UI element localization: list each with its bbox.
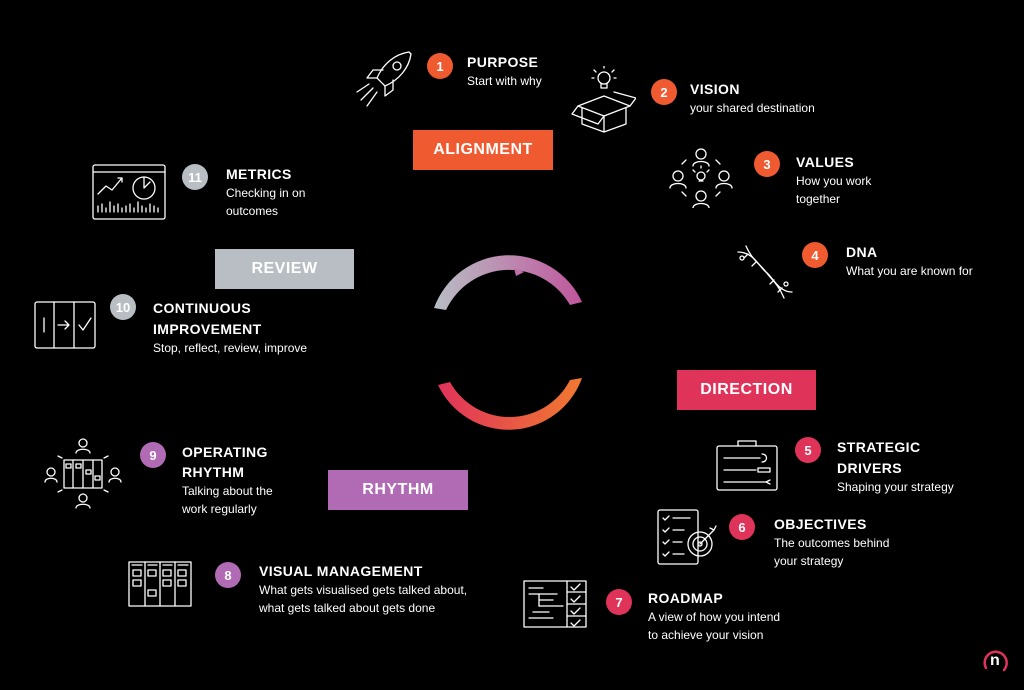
cycle-ring [434,255,582,430]
checklist-target-icon [656,508,718,566]
rocket-icon [355,48,415,110]
item-11-desc: Checking in on [226,186,306,200]
item-9-title: OPERATING [182,444,268,460]
phase-alignment: ALIGNMENT [413,130,553,170]
badge-5: 5 [795,437,821,463]
process-arrow-icon [34,301,96,349]
badge-11: 11 [182,164,208,190]
item-11-desc-2: outcomes [226,204,279,218]
phase-direction: DIRECTION [677,370,816,410]
badge-1: 1 [427,53,453,79]
dashboard-icon [92,164,166,220]
item-6-desc-2: your strategy [774,554,844,568]
badge-6: 6 [729,514,755,540]
item-2-desc: your shared destination [690,101,815,115]
item-1-desc: Start with why [467,74,542,88]
item-7-desc: A view of how you intend [648,610,781,624]
kanban-board-icon [128,561,192,607]
item-3-desc: How you work [796,174,872,188]
item-4-desc: What you are known for [846,264,973,278]
dna-icon [734,244,796,300]
item-8-desc-2: what gets talked about gets done [259,601,436,615]
item-9-desc-2: work regularly [182,502,257,516]
badge-2: 2 [651,79,677,105]
item-3-title: VALUES [796,154,855,170]
toolbox-icon [716,440,778,492]
item-7-desc-2: to achieve your vision [648,628,764,642]
item-10-title: CONTINUOUS [153,300,252,316]
item-4-title: DNA [846,244,878,260]
item-10-desc: Stop, reflect, review, improve [153,341,308,355]
team-board-icon [44,438,122,510]
item-5-desc: Shaping your strategy [837,480,954,494]
item-9-desc: Talking about the [182,484,273,498]
box-lightbulb-icon [570,66,636,134]
logo-icon: n [982,648,1010,676]
badge-9: 9 [140,442,166,468]
item-3-desc-2: together [796,192,841,206]
badge-10: 10 [110,294,136,320]
phase-rhythm: RHYTHM [328,470,468,510]
item-11-title: METRICS [226,166,292,182]
item-9-title-2: RHYTHM [182,464,245,480]
item-6-desc: The outcomes behind [774,536,890,550]
item-6-title: OBJECTIVES [774,516,867,532]
badge-7: 7 [606,589,632,615]
item-10-title-2: IMPROVEMENT [153,321,262,337]
roadmap-icon [523,580,587,628]
item-8-title: VISUAL MANAGEMENT [259,563,423,579]
phase-review: REVIEW [215,249,354,289]
badge-8: 8 [215,562,241,588]
item-2-title: VISION [690,81,740,97]
item-5-title: STRATEGIC [837,439,921,455]
people-cycle-icon [668,146,734,208]
item-1-title: PURPOSE [467,54,539,70]
item-8-desc: What gets visualised gets talked about, [259,583,468,597]
item-5-title-2: DRIVERS [837,460,903,476]
item-7-title: ROADMAP [648,590,724,606]
logo-letter: n [990,652,1000,669]
badge-4: 4 [802,242,828,268]
badge-3: 3 [754,151,780,177]
